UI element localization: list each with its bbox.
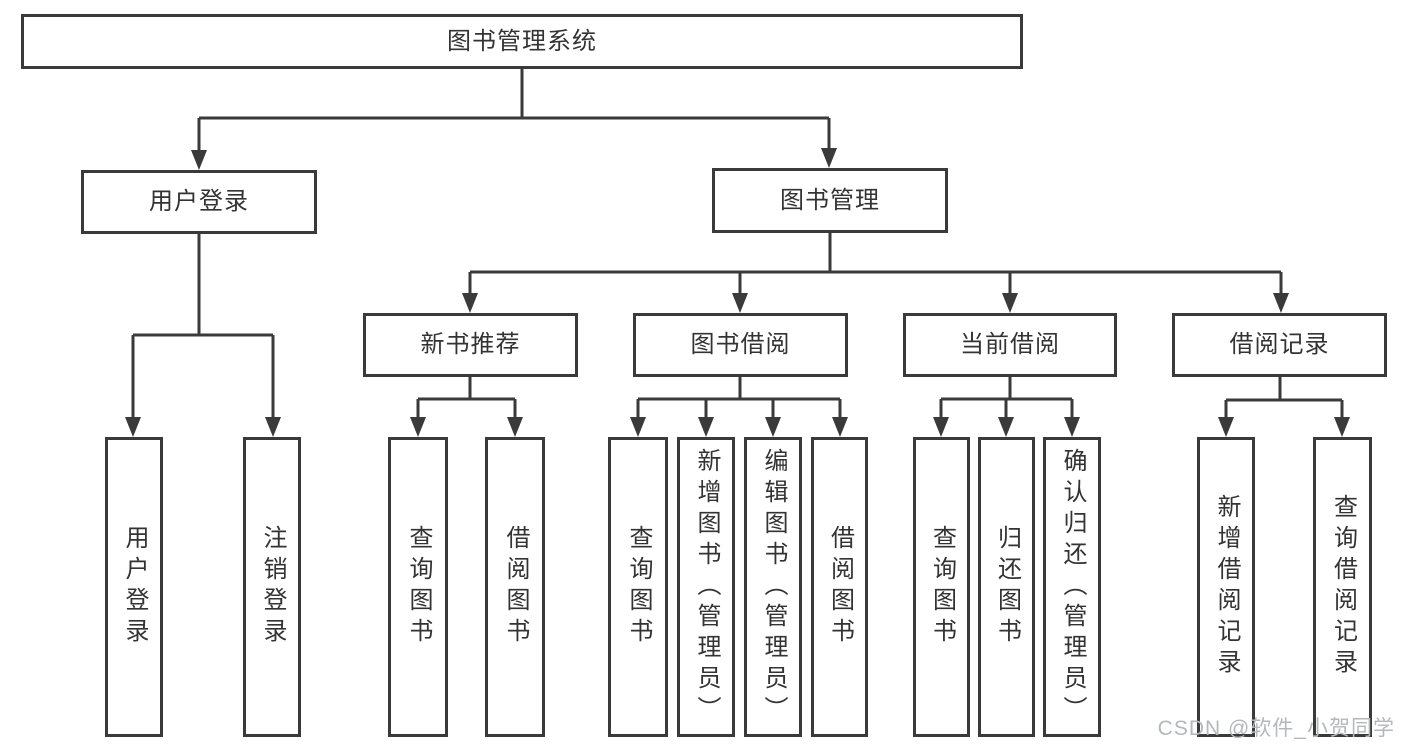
node-borrowing-records: 借阅记录 xyxy=(1172,313,1387,377)
leaf-add-book-admin: 新增图书（管理员） xyxy=(677,437,735,737)
node-book-borrowing: 图书借阅 xyxy=(633,313,848,377)
node-label: 图书管理系统 xyxy=(447,27,597,55)
node-label: 新增借阅记录 xyxy=(1213,494,1240,680)
node-label: 查询借阅记录 xyxy=(1329,494,1357,680)
leaf-logout: 注销登录 xyxy=(243,437,301,737)
leaf-query-books-current: 查询图书 xyxy=(913,437,970,737)
node-label: 查询图书 xyxy=(625,525,652,649)
leaf-borrow-books-recommend: 借阅图书 xyxy=(485,437,545,737)
leaf-query-books-borrowing: 查询图书 xyxy=(608,437,668,737)
node-label: 当前借阅 xyxy=(960,331,1060,358)
leaf-add-borrow-record: 新增借阅记录 xyxy=(1197,437,1255,737)
node-label: 注销登录 xyxy=(259,525,286,649)
leaf-edit-book-admin: 编辑图书（管理员） xyxy=(744,437,802,737)
leaf-query-books-recommend: 查询图书 xyxy=(388,437,448,737)
leaf-borrow-books-borrowing: 借阅图书 xyxy=(811,437,868,737)
node-label: 借阅图书 xyxy=(502,525,529,649)
node-label: 编辑图书（管理员） xyxy=(760,447,787,727)
leaf-return-book: 归还图书 xyxy=(978,437,1035,737)
node-label: 归还图书 xyxy=(993,525,1021,649)
node-label: 新书推荐 xyxy=(420,331,521,358)
node-library-management-system: 图书管理系统 xyxy=(21,14,1023,69)
node-label: 确认归还（管理员） xyxy=(1059,447,1086,727)
node-label: 图书借阅 xyxy=(690,331,791,358)
node-book-management: 图书管理 xyxy=(712,168,948,233)
node-label: 查询图书 xyxy=(928,525,956,649)
leaf-user-login: 用户登录 xyxy=(105,437,163,737)
leaf-confirm-return-admin: 确认归还（管理员） xyxy=(1043,437,1101,737)
node-label: 新增图书（管理员） xyxy=(693,447,720,727)
leaf-query-borrow-record: 查询借阅记录 xyxy=(1313,437,1372,737)
node-label: 图书管理 xyxy=(780,186,880,214)
node-label: 借阅图书 xyxy=(826,525,854,649)
node-user-login-group: 用户登录 xyxy=(81,170,317,234)
watermark: CSDN @软件_小贺同学 xyxy=(1157,717,1395,740)
node-current-borrowing: 当前借阅 xyxy=(903,313,1117,377)
node-new-book-recommend: 新书推荐 xyxy=(363,313,578,377)
node-label: 借阅记录 xyxy=(1229,331,1330,358)
node-label: 查询图书 xyxy=(405,525,432,649)
node-label: 用户登录 xyxy=(149,188,249,215)
node-label: 用户登录 xyxy=(121,525,148,649)
